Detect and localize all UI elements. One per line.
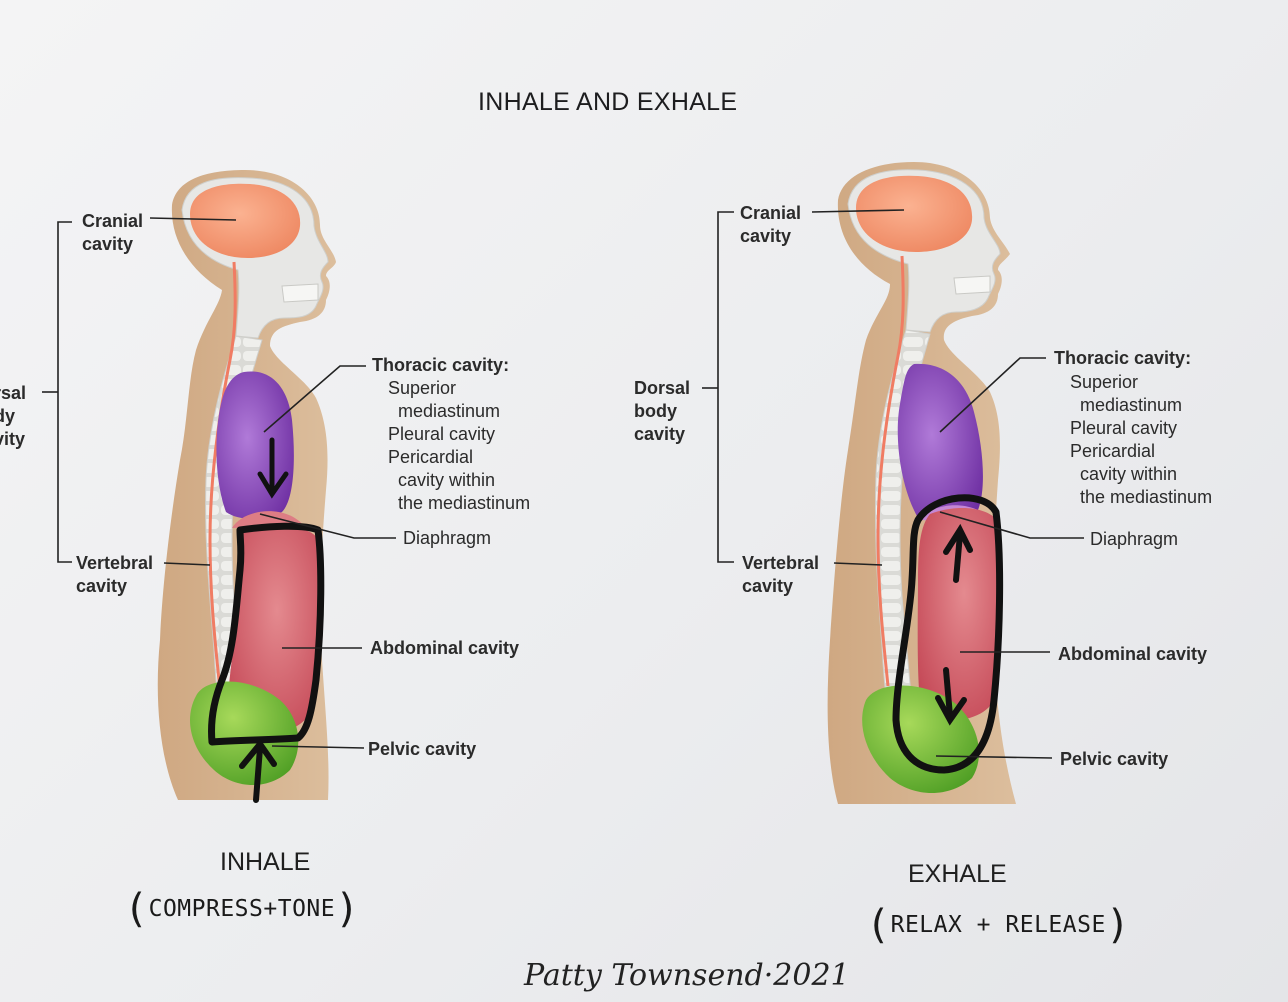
right-label-pelvic: Pelvic cavity xyxy=(1060,749,1169,769)
left-drawn-outline xyxy=(208,522,325,746)
right-caption: EXHALE xyxy=(908,860,1007,888)
left-label-vertebral: Vertebral cavity xyxy=(76,553,154,596)
right-label-vertebral: Vertebral cavity xyxy=(742,553,820,596)
right-drawn-outline xyxy=(892,494,1004,774)
right-cranial-cavity xyxy=(856,175,973,252)
right-label-thoracic-items: Superior mediastinum Pleural cavity Peri… xyxy=(1070,372,1213,507)
right-label-cranial: Cranial cavity xyxy=(740,203,802,246)
right-teeth xyxy=(953,275,991,295)
down-arrow-icon xyxy=(257,437,289,499)
left-caption: INHALE xyxy=(220,848,311,876)
left-spinal-cord xyxy=(208,261,237,691)
right-body-figure xyxy=(702,162,1084,804)
up-arrow-icon xyxy=(943,523,973,583)
right-abdominal-cavity xyxy=(917,508,1002,722)
right-label-diaphragm: Diaphragm xyxy=(1090,529,1179,549)
left-label-diaphragm: Diaphragm xyxy=(403,528,492,548)
down-arrow-icon xyxy=(935,667,967,726)
right-label-dorsal: Dorsal body cavity xyxy=(634,378,691,444)
right-spinal-cord xyxy=(876,255,905,687)
right-leader-lines xyxy=(702,209,1084,759)
left-label-thoracic: Thoracic cavity: xyxy=(372,355,510,375)
left-label-thoracic-items: Superior mediastinum Pleural cavity Peri… xyxy=(388,378,531,513)
left-teeth xyxy=(281,283,319,303)
diagram-title: INHALE AND EXHALE xyxy=(478,88,738,116)
left-cranial-cavity xyxy=(190,183,301,258)
left-thoracic-cavity xyxy=(216,371,294,519)
left-leader-lines xyxy=(42,217,396,749)
left-label-cranial: Cranial cavity xyxy=(82,211,144,254)
left-body-figure xyxy=(42,170,396,803)
right-hand-caption: (RELAX + RELEASE) xyxy=(866,902,1131,948)
left-label-pelvic: Pelvic cavity xyxy=(368,739,477,759)
right-label-abdominal: Abdominal cavity xyxy=(1058,644,1208,664)
left-abdominal-cavity xyxy=(226,526,319,736)
signature: Patty Townsend·2021 xyxy=(524,958,850,993)
left-label-dorsal: rsal dy vity xyxy=(0,383,27,449)
right-label-thoracic: Thoracic cavity: xyxy=(1054,348,1192,368)
right-thoracic-cavity xyxy=(897,363,983,522)
left-label-abdominal: Abdominal cavity xyxy=(370,638,520,658)
up-arrow-icon xyxy=(239,739,277,803)
left-hand-caption: (COMPRESS+TONE) xyxy=(124,886,360,932)
